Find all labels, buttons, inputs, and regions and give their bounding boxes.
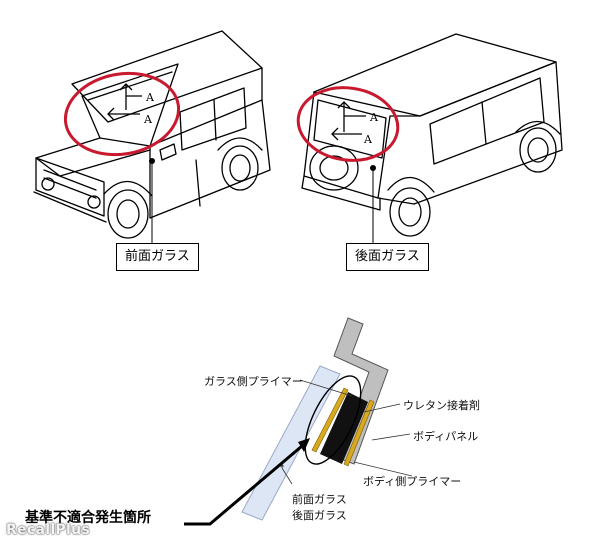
body-panel-label: ボディパネル	[413, 430, 479, 443]
view-marker-front-2: A	[143, 113, 153, 126]
view-marker-rear-1: A	[369, 111, 379, 124]
body-primer-label: ボディ側プライマー	[363, 475, 462, 488]
urethane-adhesive-label: ウレタン接着剤	[403, 399, 480, 412]
glass-primer-strip	[311, 387, 349, 453]
view-arrows-front	[107, 83, 142, 121]
glass-pane-shape	[241, 365, 341, 521]
rear-glass-detail-label: 後面ガラス	[292, 509, 347, 522]
view-marker-front-1: A	[145, 91, 155, 104]
body-primer-strip	[343, 399, 375, 467]
rear-glass-label: 後面ガラス	[346, 243, 429, 271]
front-glass-label: 前面ガラス	[116, 243, 199, 271]
body-panel-shape	[333, 317, 389, 465]
front-glass-highlight	[63, 71, 181, 157]
defect-highlight-ellipse	[304, 375, 362, 465]
watermark-logo: RecallPlus	[6, 522, 90, 538]
detail-leader-lines	[281, 379, 413, 485]
view-marker-rear-2: A	[363, 133, 373, 146]
defect-arrow	[184, 438, 310, 526]
urethane-adhesive-shape	[320, 392, 368, 464]
front-glass-detail-label: 前面ガラス	[292, 493, 347, 506]
front-vehicle-drawing	[33, 30, 271, 239]
defect-location-label: 基準不適合発生箇所	[25, 510, 151, 526]
rear-vehicle-drawing	[301, 33, 563, 237]
glass-primer-label: ガラス側プライマー	[204, 375, 303, 388]
view-arrows-rear	[331, 101, 366, 141]
rear-glass-highlight	[296, 86, 400, 162]
